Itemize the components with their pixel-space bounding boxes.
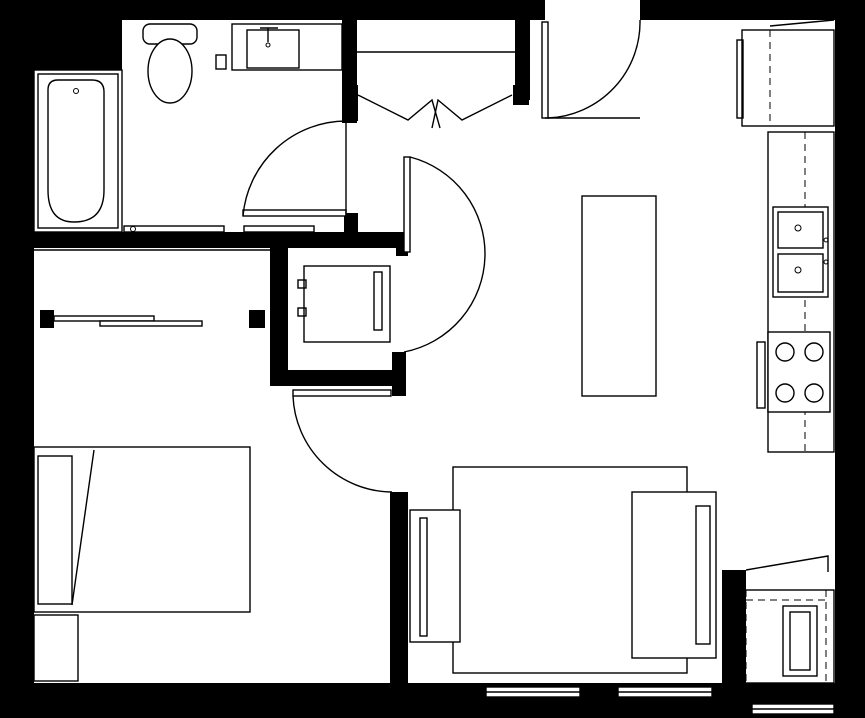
bath-base-trim [123,225,315,233]
sofa-icon [631,491,717,659]
balcony-icon [739,555,835,684]
balcony-wall [722,570,746,683]
jamb [249,310,265,328]
laundry-bottom-wall [270,370,406,386]
bath-bottom-wall [34,232,408,248]
bathtub-icon [33,69,123,233]
door-swing-icon [403,156,486,353]
laundry-left-wall [270,248,288,386]
bed-icon [33,446,251,613]
jamb [513,85,529,105]
washer-dryer-icon [297,265,391,343]
jamb [40,310,54,328]
jamb [344,213,358,233]
jamb [392,352,406,396]
door-swing-icon [242,120,347,217]
exterior-wall-top-right [640,0,865,20]
kitchen-island-icon [581,195,657,397]
bedroom-right-wall [390,492,408,683]
kitchen-sink-icon [772,206,829,298]
bath-corner-block [34,20,122,70]
window-icon [485,686,835,715]
closet-door-icon [357,94,513,129]
exterior-wall-left [0,0,34,718]
tv-console-icon [409,509,461,643]
jamb [344,85,358,121]
door-jambs [40,85,529,396]
refrigerator-icon [736,19,835,127]
exterior-wall-bottom [0,683,865,718]
exterior-wall-top-left [0,0,545,20]
sliding-door-icon [34,249,270,327]
closet-right-wall [515,20,530,100]
cooktop-icon [756,331,831,413]
door-swing-icon [292,389,393,493]
exterior-wall-right [835,0,865,718]
door-swing-icon [541,19,641,119]
nightstand [33,614,79,682]
toilet-icon [142,23,198,104]
bathroom-sink-icon [215,23,343,71]
